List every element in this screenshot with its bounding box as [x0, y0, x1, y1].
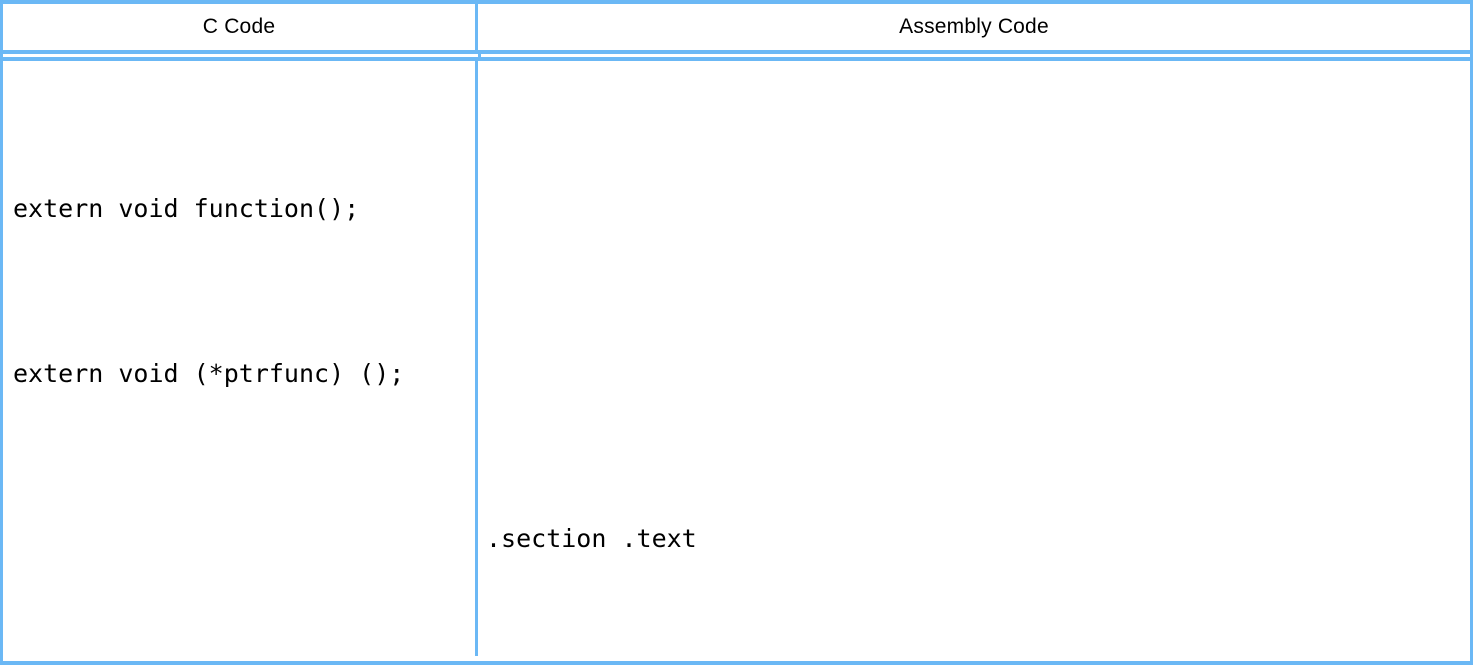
c-code-cell: extern void function(); extern void (*pt… — [3, 61, 478, 656]
assembly-mnemonic — [486, 346, 723, 401]
header-rule-bottom — [3, 57, 1470, 61]
column-header-assembly-code: Assembly Code — [899, 15, 1049, 38]
c-code-line — [13, 511, 475, 566]
table-body-row: extern void function(); extern void (*pt… — [3, 61, 1470, 656]
assembly-directive: .section .text — [486, 524, 697, 553]
assembly-line — [486, 346, 1470, 401]
header-rule-top — [3, 50, 1470, 54]
header-separator — [3, 50, 1470, 61]
c-code-line: extern void function(); — [13, 194, 360, 223]
assembly-line — [486, 181, 1470, 236]
assembly-line: .section .text — [486, 511, 1470, 566]
column-header-c-code: C Code — [3, 4, 478, 50]
header-column-divider — [478, 50, 481, 61]
assembly-mnemonic — [486, 181, 723, 236]
assembly-code-cell: .section .text lis r11,ptrfunc@ha lis r9… — [478, 61, 1470, 656]
table-header-row: C Code Assembly Code — [3, 4, 1470, 50]
c-code-line: extern void (*ptrfunc) (); — [13, 359, 405, 388]
